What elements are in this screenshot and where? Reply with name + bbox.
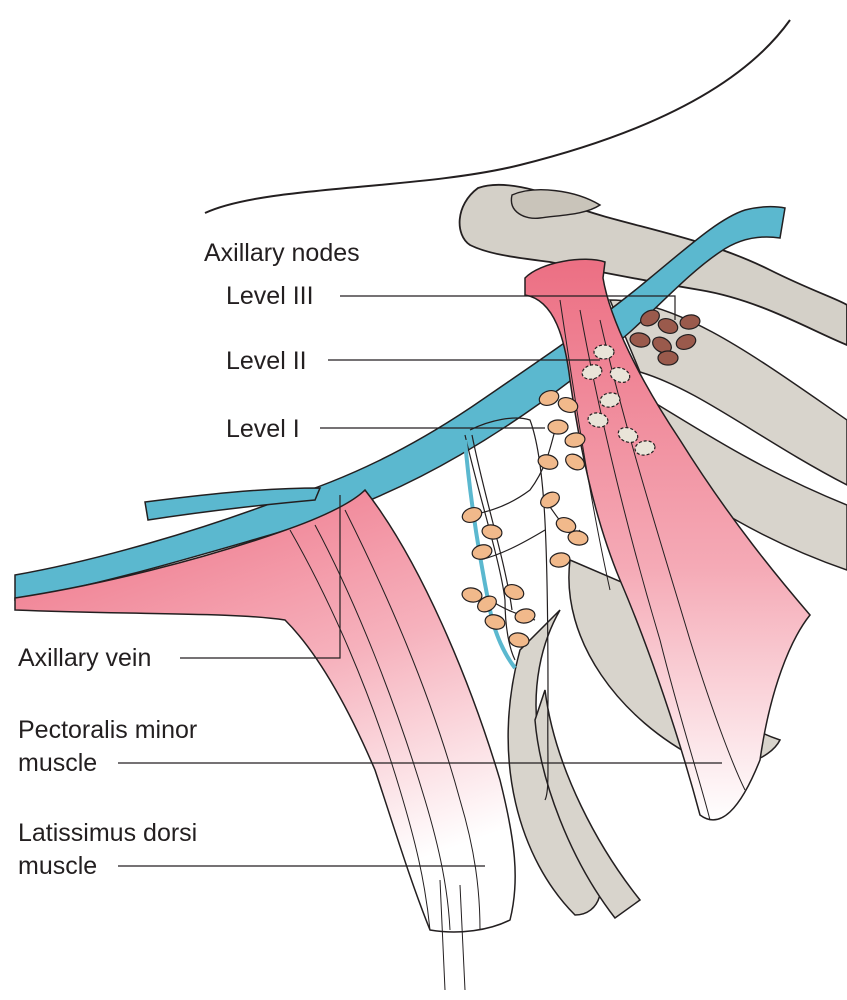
l1-node xyxy=(565,453,585,471)
l2-node xyxy=(609,366,631,384)
l2-node xyxy=(599,392,621,408)
l1-node xyxy=(549,552,571,568)
acromion xyxy=(510,189,602,219)
rib-5 xyxy=(534,689,642,920)
l3-node xyxy=(657,317,679,335)
l1-node xyxy=(461,506,483,524)
l3-node xyxy=(675,333,697,351)
l1-node xyxy=(540,491,560,509)
l3-node xyxy=(652,336,672,354)
l1-node xyxy=(514,608,536,624)
l1-node xyxy=(508,632,530,648)
l3-node xyxy=(657,350,679,366)
pectoralis-minor-muscle xyxy=(524,258,811,821)
l2-node xyxy=(617,426,639,444)
l3-node xyxy=(640,309,660,327)
level-1-nodes xyxy=(461,389,589,648)
l3-node xyxy=(679,314,701,330)
label-latissimus-dorsi-line2: muscle xyxy=(18,852,98,880)
l2-node xyxy=(593,344,615,360)
l1-node xyxy=(471,544,493,560)
vein-branch xyxy=(144,487,322,521)
l1-node xyxy=(477,595,497,613)
l1-node xyxy=(537,454,559,470)
l1-node xyxy=(538,389,560,407)
leader-lines xyxy=(118,295,722,867)
l1-node xyxy=(547,419,569,435)
latissimus-dorsi-muscle xyxy=(14,488,516,933)
l1-node xyxy=(555,516,577,534)
l1-node xyxy=(503,583,525,601)
l1-node xyxy=(564,432,586,448)
l1-node xyxy=(557,396,579,414)
label-axillary-nodes: Axillary nodes xyxy=(204,239,360,267)
l3-node xyxy=(629,332,651,348)
body-contour xyxy=(204,19,791,214)
label-latissimus-dorsi-line1: Latissimus dorsi xyxy=(18,819,198,847)
leader-axillary-vein xyxy=(180,495,341,659)
leader-level-3 xyxy=(340,295,676,320)
l2-node xyxy=(581,364,603,380)
label-axillary-vein: Axillary vein xyxy=(18,644,152,672)
pectoralis-minor-fibers xyxy=(559,299,746,821)
l1-node xyxy=(567,530,589,546)
latissimus-fibers xyxy=(289,509,481,991)
l2-node xyxy=(634,440,656,456)
l1-node xyxy=(461,587,483,603)
l2-node xyxy=(587,412,609,428)
label-pectoralis-minor-line2: muscle xyxy=(18,749,98,777)
label-pectoralis-minor-line1: Pectoralis minor xyxy=(18,716,198,744)
clavicle xyxy=(458,184,847,346)
thoracodorsal-vessel xyxy=(463,439,517,670)
level-3-nodes xyxy=(629,309,701,366)
label-level-1: Level I xyxy=(226,415,300,443)
label-level-2: Level II xyxy=(226,347,307,375)
label-level-3: Level III xyxy=(226,282,314,310)
level-2-nodes xyxy=(581,344,656,456)
l1-node xyxy=(484,614,506,630)
l1-node xyxy=(481,524,503,540)
